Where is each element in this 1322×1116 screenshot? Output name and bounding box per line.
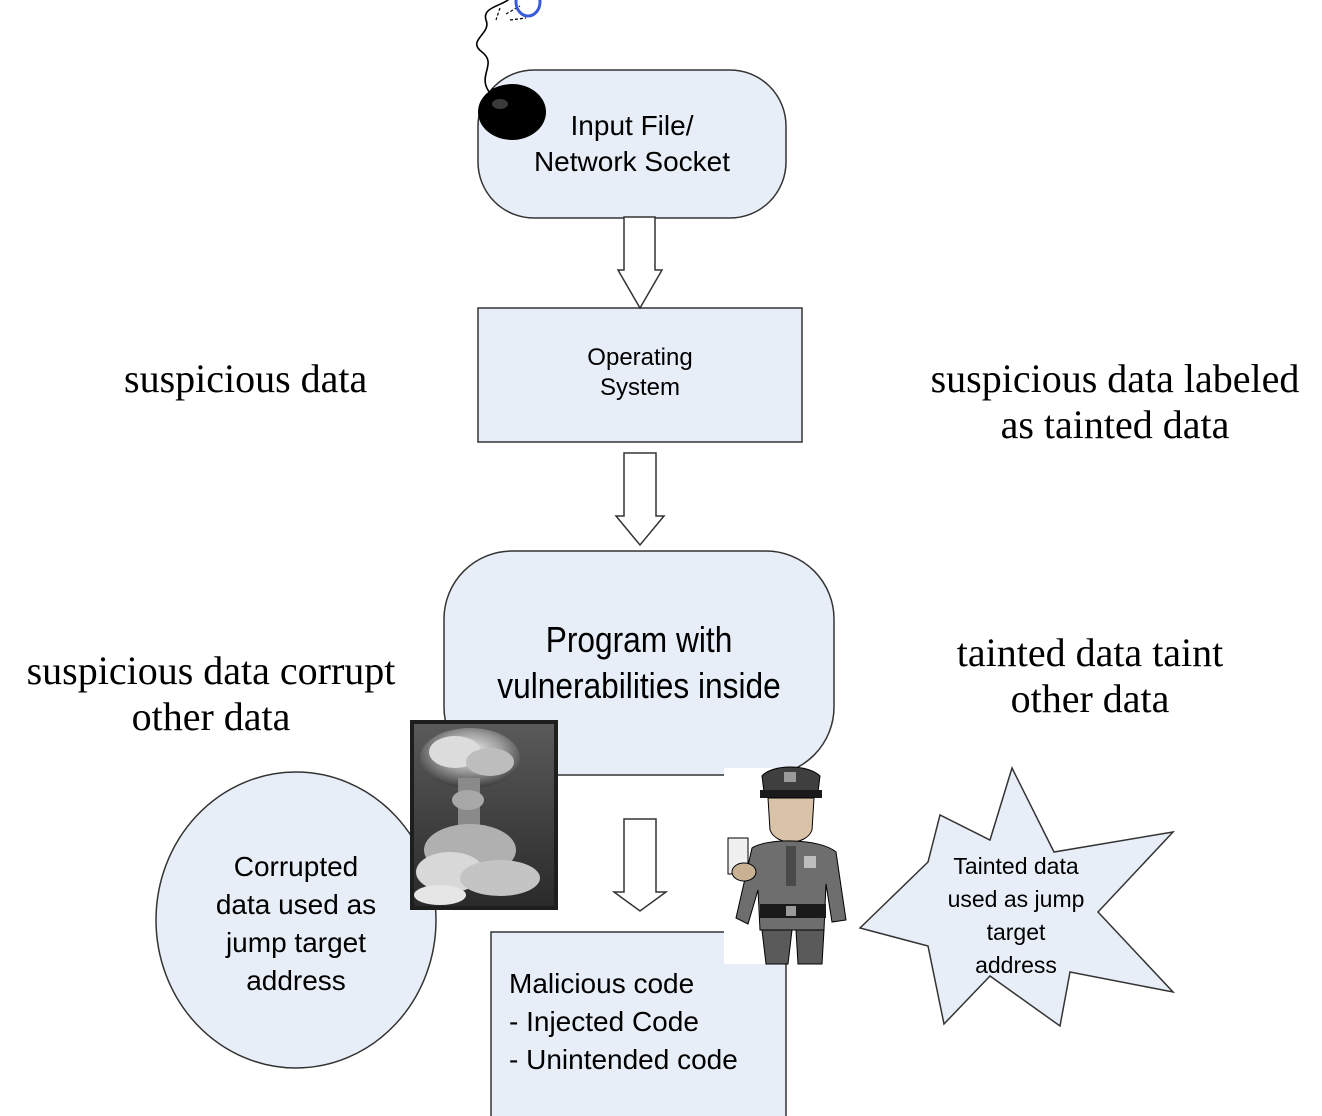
- malicious-code-line1: Malicious code: [509, 968, 695, 999]
- label-tainted-taint-line2: other data: [1010, 676, 1170, 721]
- malicious-code-label: Malicious code - Injected Code - Uninten…: [509, 965, 738, 1079]
- malicious-code-line3: - Unintended code: [509, 1044, 738, 1075]
- arrow-program-to-malicious: [611, 818, 669, 912]
- label-suspicious-data-text: suspicious data: [124, 356, 368, 401]
- malicious-code-line2: - Injected Code: [509, 1006, 699, 1037]
- program-node: [443, 550, 835, 776]
- bomb-icon: [475, 0, 546, 140]
- explosion-photo: [410, 720, 558, 910]
- label-suspicious-corrupt: suspicious data corrupt other data: [6, 648, 416, 740]
- tainted-data-star: [858, 765, 1176, 1028]
- label-suspicious-corrupt-line2: other data: [131, 694, 291, 739]
- label-suspicious-labeled-line1: suspicious data labeled: [930, 356, 1300, 401]
- police-officer-illustration: [724, 766, 854, 965]
- corrupted-data-node: [155, 771, 437, 1069]
- label-tainted-taint: tainted data taint other data: [930, 630, 1250, 722]
- label-suspicious-labeled: suspicious data labeled as tainted data: [910, 356, 1320, 448]
- arrow-input-to-os: [616, 216, 664, 310]
- label-tainted-taint-line1: tainted data taint: [956, 630, 1224, 675]
- arrow-os-to-program: [614, 452, 666, 547]
- label-suspicious-labeled-line2: as tainted data: [1000, 402, 1230, 447]
- label-suspicious-data: suspicious data: [124, 356, 367, 402]
- os-node: [477, 307, 803, 443]
- label-suspicious-corrupt-line1: suspicious data corrupt: [26, 648, 396, 693]
